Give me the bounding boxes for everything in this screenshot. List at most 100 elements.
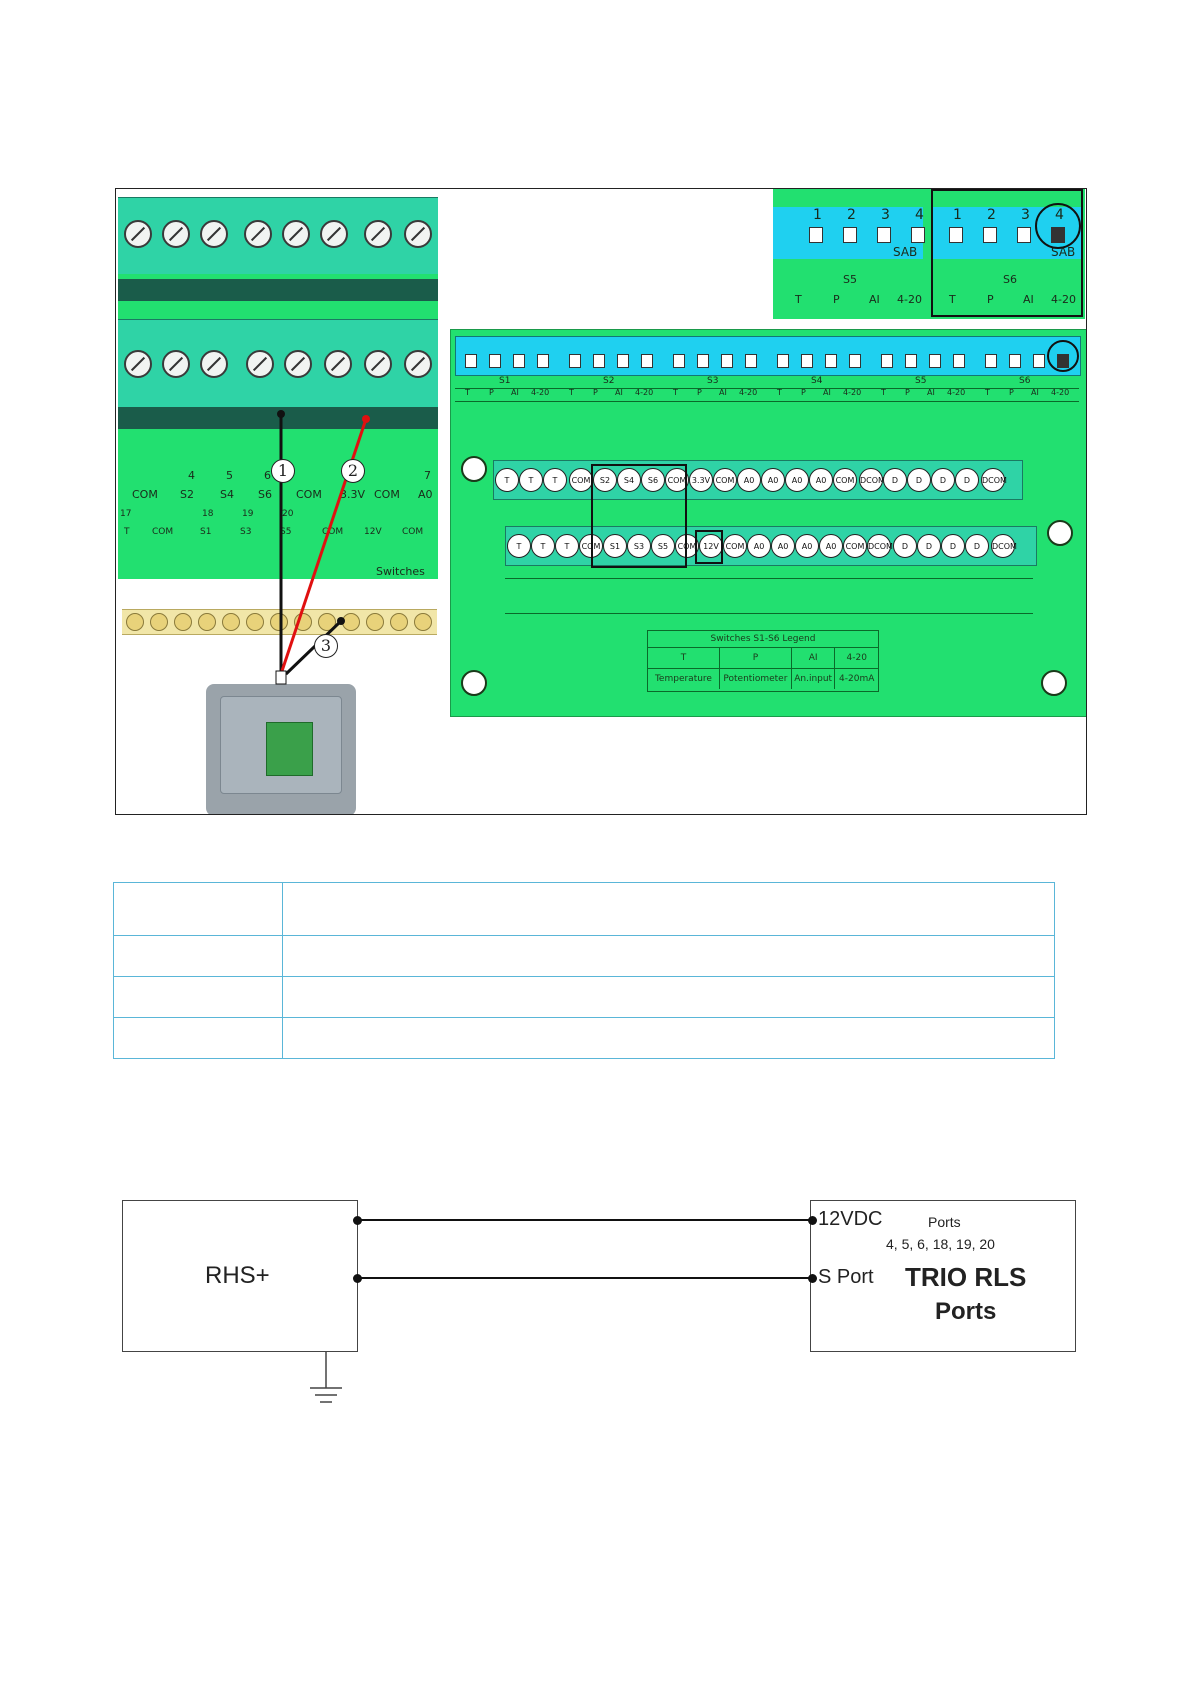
dip-switch: [905, 354, 917, 368]
mode-label: T: [673, 388, 678, 397]
terminal: A0: [771, 534, 795, 558]
screw-icon: [198, 613, 216, 631]
terminal: T: [495, 468, 519, 492]
12v-terminal-highlight: [695, 530, 723, 564]
table-cell: [282, 1017, 1055, 1059]
lower-terminal-row: [118, 319, 438, 408]
dip-switch: [777, 354, 789, 368]
highlight-circle: [1047, 340, 1079, 372]
screw-icon: [124, 350, 152, 378]
screw-icon: [282, 220, 310, 248]
screw-icon: [364, 220, 392, 248]
mode-label: AI: [1023, 293, 1034, 306]
terminal: T: [531, 534, 555, 558]
table-cell: [282, 976, 1055, 1018]
mode-label: P: [697, 388, 702, 397]
mode-label: AI: [1031, 388, 1039, 397]
rhs-label: RHS+: [205, 1262, 270, 1289]
switch-number: 1: [953, 207, 962, 223]
legend-key: T: [648, 648, 720, 668]
switch-number: 3: [1021, 207, 1030, 223]
table-row: [113, 976, 1055, 1018]
mode-label: P: [1009, 388, 1014, 397]
terminal-label: 12V: [364, 527, 382, 537]
s-port-label: S Port: [818, 1266, 874, 1288]
wire-end: [277, 410, 285, 418]
legend-value: Temperature: [648, 669, 720, 689]
legend-value: Potentiometer: [720, 669, 792, 689]
terminal: D: [941, 534, 965, 558]
mode-label: 4-20: [1051, 388, 1070, 397]
dip-switch: [697, 354, 709, 368]
table-cell: [282, 882, 1055, 936]
ground-wire: [284, 619, 343, 676]
wire-end: [337, 617, 345, 625]
terminal-number: 7: [424, 469, 431, 482]
terminal: D: [893, 534, 917, 558]
dip-switch: [809, 227, 823, 243]
screw-icon: [200, 220, 228, 248]
group-label: S6: [1003, 273, 1017, 286]
screw-icon: [246, 350, 274, 378]
mode-label: T: [881, 388, 886, 397]
table-cell: [113, 1017, 283, 1059]
screw-icon: [124, 220, 152, 248]
terminal: A0: [785, 468, 809, 492]
switch-number: 1: [813, 207, 822, 223]
legend-key: AI: [792, 648, 836, 668]
terminal: D: [931, 468, 955, 492]
terminal: D: [883, 468, 907, 492]
terminal-block-photo: 4 5 6 7 COM S2 S4 S6 COM 3.3V COM A0 17 …: [118, 197, 438, 579]
terminal: COM: [833, 468, 857, 492]
terminal-number: 18: [202, 509, 214, 519]
terminal-divider: [118, 279, 438, 301]
terminal-label: T: [124, 527, 130, 537]
mounting-hole: [1047, 520, 1073, 546]
dip-group-label: S3: [707, 376, 719, 386]
mode-label: AI: [927, 388, 935, 397]
switches-label: Switches: [376, 565, 425, 578]
terminal-number: 17: [120, 509, 132, 519]
terminal: COM: [569, 468, 593, 492]
screw-icon: [162, 350, 190, 378]
table-cell: [113, 882, 283, 936]
terminal-label: A0: [418, 488, 433, 501]
junction-dot: [353, 1274, 362, 1283]
legend-key: 4-20: [846, 653, 867, 663]
screw-icon: [324, 350, 352, 378]
dip-switch: [537, 354, 549, 368]
dip-switch: [721, 354, 733, 368]
dip-switch: [641, 354, 653, 368]
screw-icon: [200, 350, 228, 378]
terminal: D: [907, 468, 931, 492]
reference-table: [113, 882, 1055, 1059]
terminal-label: COM: [152, 527, 174, 537]
dip-switch: [489, 354, 501, 368]
upper-terminal-row: [118, 197, 438, 274]
ports-list: 4, 5, 6, 18, 19, 20: [886, 1236, 995, 1252]
mode-label: T: [465, 388, 470, 397]
rhs-device-enclosure: [206, 684, 356, 814]
legend-key: P: [720, 648, 792, 668]
terminal: DCOM: [859, 468, 885, 492]
callout-2: 2: [341, 459, 365, 483]
dip-switch: [877, 227, 891, 243]
screw-icon: [270, 613, 288, 631]
highlight-box: [931, 189, 1083, 317]
junction-dot: [808, 1216, 817, 1225]
switch-number: 2: [987, 207, 996, 223]
dip-switch: [985, 354, 997, 368]
screw-icon: [364, 350, 392, 378]
signal-terminal-highlight: [591, 464, 687, 568]
mode-label: AI: [823, 388, 831, 397]
terminal: A0: [737, 468, 761, 492]
dip-group-label: S2: [603, 376, 615, 386]
screw-icon: [366, 613, 384, 631]
switch-number: 3: [881, 207, 890, 223]
dip-switch: [849, 354, 861, 368]
screw-icon: [404, 350, 432, 378]
dip-switch: [911, 227, 925, 243]
trio-rls-title: TRIO RLS: [905, 1262, 1027, 1292]
terminal: A0: [795, 534, 819, 558]
